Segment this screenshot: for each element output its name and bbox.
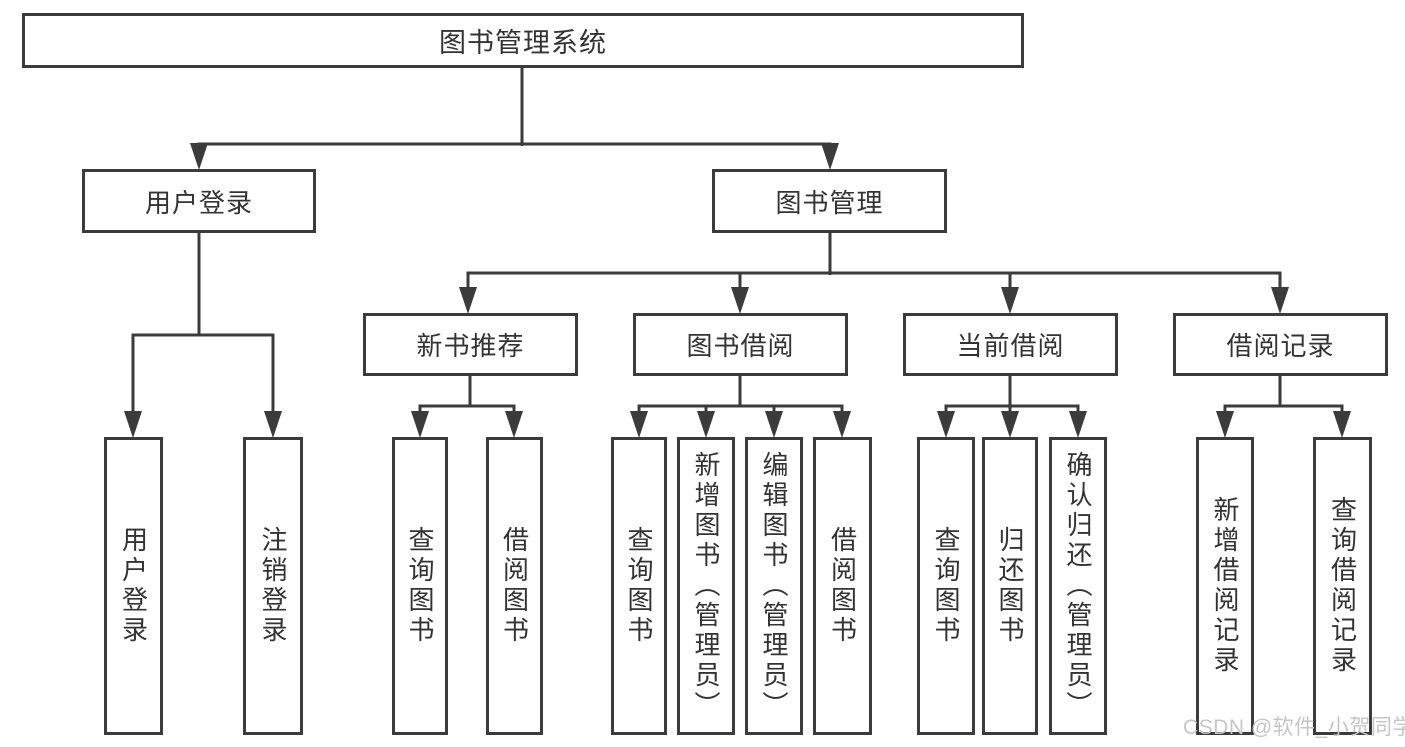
- leaf-borrow-books-recommend: 借阅图书: [486, 437, 543, 735]
- node-book-borrowing: 图书借阅: [633, 313, 848, 376]
- leaf-query-books-recommend: 查询图书: [392, 437, 448, 735]
- node-new-book-recommend: 新书推荐: [363, 313, 578, 376]
- node-book-management: 图书管理: [712, 169, 947, 233]
- arrowheads: [124, 143, 1351, 438]
- node-library-management-system: 图书管理系统: [22, 13, 1024, 68]
- leaf-borrow-books: 借阅图书: [813, 437, 872, 735]
- leaf-query-borrow-record: 查询借阅记录: [1313, 437, 1372, 735]
- node-current-borrowing: 当前借阅: [903, 313, 1118, 376]
- leaf-add-books-admin: 新增图书（管理员）: [677, 437, 735, 735]
- leaf-return-books: 归还图书: [982, 437, 1038, 735]
- csdn-watermark: CSDN @软件_小贺同学: [1183, 716, 1405, 739]
- node-user-login: 用户登录: [82, 169, 316, 233]
- leaf-confirm-return-admin: 确认归还（管理员）: [1049, 437, 1107, 735]
- leaf-add-borrow-record: 新增借阅记录: [1196, 437, 1254, 735]
- leaf-query-books-borrow: 查询图书: [611, 437, 667, 735]
- leaf-logout: 注销登录: [243, 437, 303, 735]
- leaf-edit-books-admin: 编辑图书（管理员）: [745, 437, 803, 735]
- node-borrowing-records: 借阅记录: [1173, 313, 1388, 376]
- leaf-query-books-current: 查询图书: [917, 437, 975, 735]
- leaf-user-login: 用户登录: [104, 437, 163, 735]
